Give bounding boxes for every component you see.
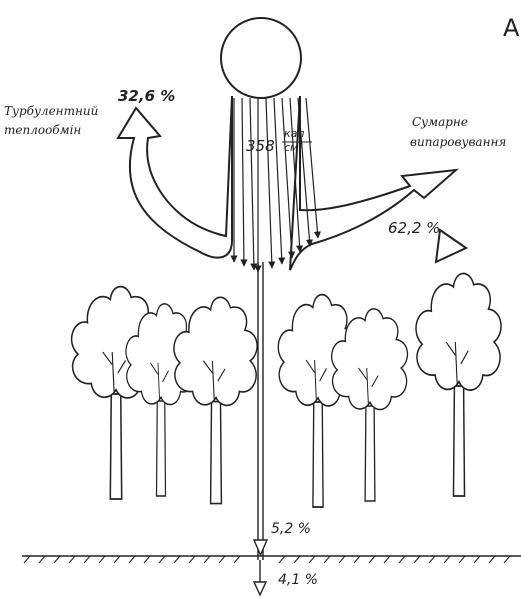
radiation-value: 358	[246, 137, 275, 155]
panel-letter: A	[503, 14, 519, 42]
evaporation-value: 62,2 %	[388, 219, 440, 237]
turbulent-value: 32,6 %	[118, 87, 175, 105]
soil-flux-value: 4,1 %	[278, 572, 318, 588]
forest	[72, 274, 501, 507]
canopy-penetration-value: 5,2 %	[271, 521, 311, 537]
radiation-unit-denominator: см²	[284, 141, 303, 154]
radiation-unit-numerator: кал	[284, 127, 304, 140]
turbulent-label-line2: теплообмін	[4, 123, 81, 137]
turbulent-label-line1: Турбулентний	[4, 104, 98, 118]
evaporation-label-line1: Сумарне	[412, 115, 468, 129]
evaporation-label-line2: випаровування	[410, 135, 506, 149]
ground-line	[22, 556, 521, 563]
sun	[221, 18, 301, 98]
penetration-arrow	[254, 262, 267, 595]
